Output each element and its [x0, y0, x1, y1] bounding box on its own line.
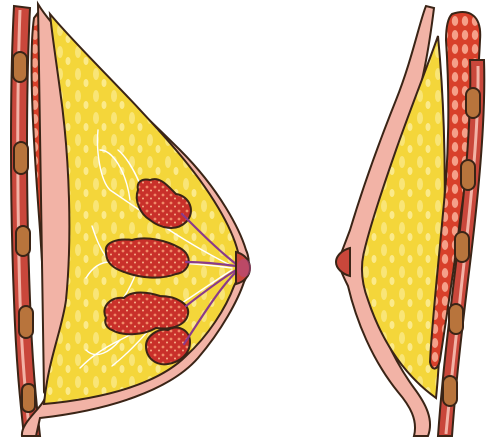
rib-segment-icon	[466, 88, 480, 118]
rib-segment-icon	[22, 384, 35, 412]
right-nipple	[336, 248, 350, 276]
rib-segment-icon	[455, 232, 469, 262]
rib-segment-icon	[19, 306, 33, 338]
left-breast-panel	[11, 4, 251, 436]
rib-segment-icon	[16, 226, 30, 256]
rib-segment-icon	[443, 376, 457, 406]
right-breast-panel	[336, 6, 484, 436]
rib-segment-icon	[13, 52, 27, 82]
rib-segment-icon	[14, 142, 28, 174]
rib-segment-icon	[461, 160, 475, 190]
rib-segment-icon	[449, 304, 463, 334]
